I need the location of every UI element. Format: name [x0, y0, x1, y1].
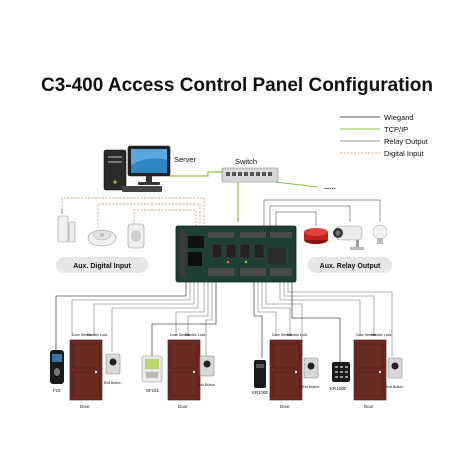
relay-wire-2: [269, 205, 351, 226]
exit-button-icon: [105, 353, 121, 375]
input-wire-3: [133, 209, 197, 228]
door-sensor-label: Door Sensor: [170, 333, 191, 337]
tcpip-wire-server: [168, 171, 224, 177]
legend-label-tcpip: TCP/IP: [384, 125, 408, 134]
control-panel-board: [175, 225, 297, 283]
reader-label: KR100E: [252, 390, 268, 395]
light-bulb-icon: [372, 224, 388, 244]
reader-label: SF101: [146, 388, 159, 393]
aux-input-label: Aux. Digital Input: [73, 263, 131, 270]
input-wire-2: [97, 203, 201, 228]
exit-button-icon: [199, 355, 215, 377]
door-label: Door: [80, 404, 90, 409]
aux-relay-label-pill: [308, 257, 392, 273]
door-sensor-label: Door Sensor: [72, 333, 93, 337]
input-wire-1: [61, 197, 205, 228]
aux-input-label-pill: [56, 257, 148, 273]
relay-wire-3: [275, 211, 317, 226]
exit-button-icon: [303, 357, 319, 379]
door-group-3: KR100E Door Sensor Electric Lock Exit Bu…: [252, 333, 319, 409]
siren-icon: [304, 228, 328, 244]
tcpip-wire-extra: [274, 181, 319, 188]
electric-lock-label: Electric Lock: [87, 333, 108, 337]
aux-relay-devices: [304, 224, 388, 250]
card-reader-icon: [254, 360, 266, 388]
exit-button-icon: [387, 357, 403, 379]
switch-label: Switch: [235, 157, 257, 166]
motion-detector-icon: [127, 223, 145, 249]
door-sensor-label: Door Sensor: [356, 333, 377, 337]
door-group-1: F18 Door Sensor Electric Lock Exit Butto…: [50, 333, 121, 409]
keypad-reader-icon: [332, 362, 350, 382]
legend-label-digital-input: Digital Input: [384, 149, 425, 158]
more-devices-dots: ......: [324, 184, 336, 191]
exit-button-label: Exit Button: [386, 385, 403, 389]
wires: [55, 171, 393, 362]
exit-button-label: Exit Button: [198, 383, 215, 387]
card-reader-icon: [141, 355, 163, 383]
relay-wire-1: [263, 199, 381, 226]
reader-label: F18: [53, 388, 61, 393]
smoke-detector-icon: [87, 229, 117, 247]
page-title: C3-400 Access Control Panel Configuratio…: [41, 75, 433, 96]
door-group-4: KR160E Door Sensor Electric Lock Exit Bu…: [330, 333, 403, 409]
legend-label-wiegand: Wiegand: [384, 113, 414, 122]
exit-button-label: Exit Button: [302, 385, 319, 389]
door-panel: [167, 339, 201, 401]
camera-icon: [333, 225, 364, 250]
aux-input-devices: [57, 208, 145, 249]
door-panel: [69, 339, 103, 401]
network-switch-icon: [221, 167, 279, 183]
door-group-2: SF101 Door Sensor Electric Lock Exit But…: [141, 333, 215, 409]
server-label: Server: [174, 155, 197, 164]
electric-lock-label: Electric Lock: [371, 333, 392, 337]
aux-relay-label: Aux. Relay Output: [320, 263, 381, 270]
door-panel: [353, 339, 387, 401]
electric-lock-label: Electric Lock: [185, 333, 206, 337]
exit-button-label: Exit Button: [104, 381, 121, 385]
reader-label: KR160E: [330, 386, 346, 391]
door-label: Door: [364, 404, 374, 409]
door-label: Door: [178, 404, 188, 409]
server-computer-icon: [103, 145, 171, 192]
door-panel: [269, 339, 303, 401]
door-sensor-label: Door Sensor: [272, 333, 293, 337]
electric-lock-label: Electric Lock: [287, 333, 308, 337]
legend: Wiegand TCP/IP Relay Output Digital Inpu…: [340, 113, 429, 158]
door-label: Door: [280, 404, 290, 409]
window-sensor-icon: [57, 208, 76, 243]
fingerprint-reader-icon: [50, 350, 64, 384]
legend-label-relay: Relay Output: [384, 137, 429, 146]
